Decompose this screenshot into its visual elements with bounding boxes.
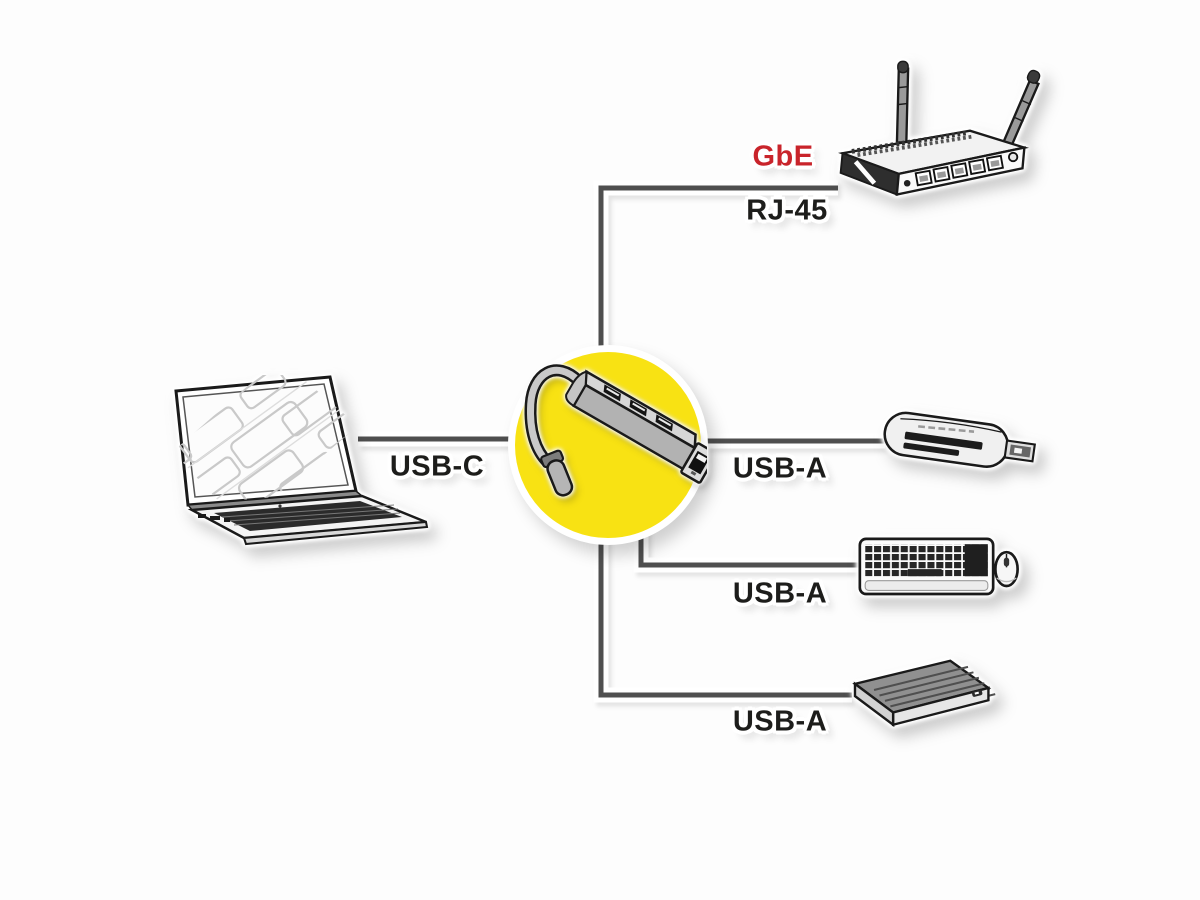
label-usb-c: USB-C (389, 450, 485, 483)
keyboard-mouse-image (856, 530, 1021, 610)
label-gbe: GbE (752, 140, 814, 173)
label-usb-a-card-reader: USB-A (732, 452, 828, 485)
line-hub-to-router (598, 185, 838, 420)
label-usb-a-hard-drive: USB-A (732, 705, 828, 738)
hard-drive-image (840, 650, 1000, 745)
hub-highlight-circle (508, 345, 708, 545)
usb-c-hub-image (524, 364, 707, 497)
card-reader-image (872, 398, 1042, 488)
label-rj45: RJ-45 (746, 194, 828, 227)
label-usb-a-keyboard: USB-A (732, 577, 828, 610)
laptop-image (162, 375, 472, 555)
router-image (820, 52, 1045, 202)
line-hub-to-hard-drive (598, 500, 852, 698)
